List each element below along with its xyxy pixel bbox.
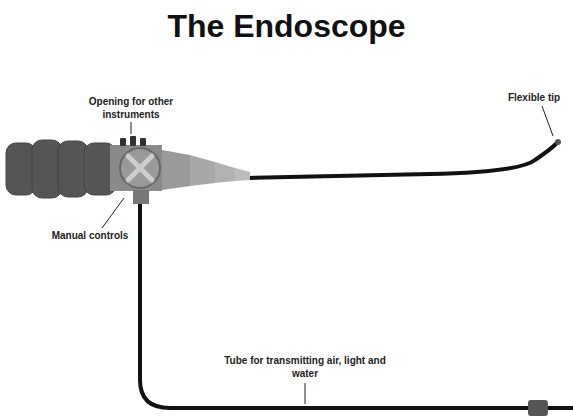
part-label: Manual controls [50, 230, 130, 243]
instrument-opening [120, 136, 146, 146]
control-cross [128, 156, 152, 180]
part-label: Flexible tip [499, 92, 569, 105]
control-body [110, 145, 162, 191]
strain-relief [162, 150, 250, 190]
control-wheel [120, 148, 160, 188]
leader-lines [102, 106, 553, 404]
part-label: Opening for other instruments [81, 96, 181, 121]
tip-end [555, 139, 561, 145]
handle [6, 140, 116, 198]
supply-tube [140, 200, 573, 408]
tube-socket [133, 190, 149, 204]
insertion-cable [248, 142, 558, 178]
part-label: Tube for transmitting air, light and wat… [215, 355, 395, 380]
diagram-title: The Endoscope [0, 8, 573, 45]
tube-connector [528, 400, 548, 416]
